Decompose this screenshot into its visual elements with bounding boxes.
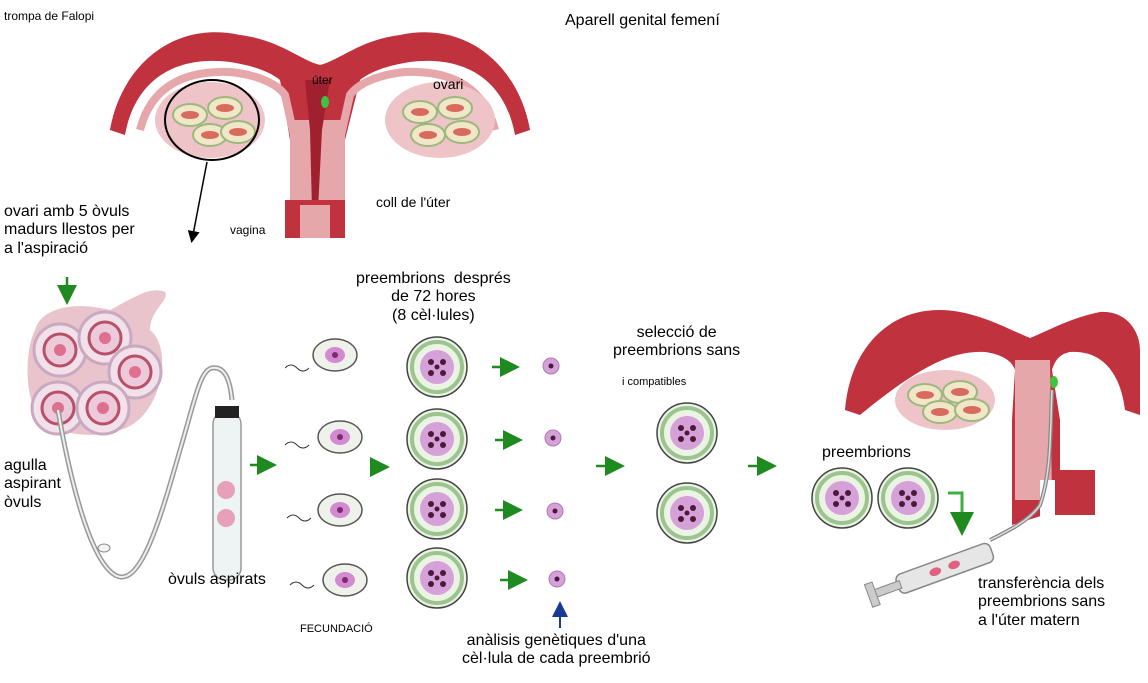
final-preembryos [810, 466, 940, 530]
preembryos-72h [405, 335, 469, 610]
biopsy-arrows [492, 357, 528, 590]
label-selection: selecció de preembrions sans [613, 324, 741, 360]
selected-preembryos [655, 401, 719, 545]
label-needle: agulla aspirant òvuls [4, 457, 61, 511]
label-ovary-ready: ovari amb 5 òvuls madurs llestos per a l… [4, 203, 135, 257]
label-transfer: transferència dels preembrions sans a l'… [978, 575, 1106, 629]
transfer-arrow [948, 491, 974, 536]
uterus-illustration [110, 32, 530, 238]
aspiration-needle [55, 365, 242, 581]
label-cervix: coll de l'úter [376, 194, 451, 210]
label-fallopian-tube: trompa de Falopi [4, 9, 95, 23]
label-preembryos-72h: preembrions després de 72 hores (8 cèl·l… [356, 270, 511, 324]
label-uterus: úter [312, 73, 333, 87]
diagram-title: Aparell genital femení [565, 12, 720, 29]
label-vagina: vagina [230, 223, 266, 237]
label-aspirated-eggs: òvuls aspirats [168, 571, 266, 588]
zoom-arrow [187, 161, 208, 243]
label-ovary: ovari [433, 76, 464, 92]
fertilized-eggs [284, 338, 368, 597]
label-fertilization: FECUNDACIÓ [300, 623, 373, 635]
ovary-with-follicles [27, 290, 166, 436]
transfer-catheter [863, 389, 1054, 608]
label-preembryos: preembrions [822, 444, 911, 461]
label-compatible: i compatibles [622, 376, 687, 388]
recipient-uterus [845, 310, 1140, 540]
biopsied-cells [542, 357, 566, 588]
label-genetic-analysis: anàlisis genètiques d'una cèl·lula de ca… [462, 632, 651, 668]
